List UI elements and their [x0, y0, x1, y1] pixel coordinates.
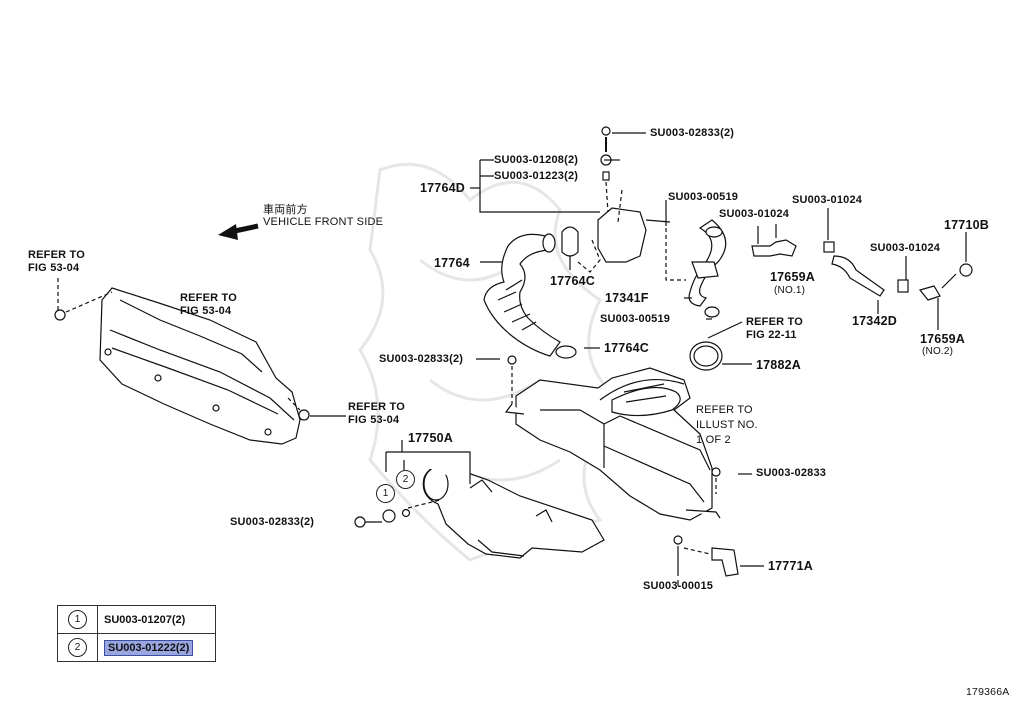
figure-number: 179366A [966, 686, 1010, 698]
code-su003-02833-right[interactable]: SU003-02833 [756, 467, 827, 479]
refer-note-fig53-mid-1: REFER TO [180, 292, 238, 304]
air-cleaner-assembly [504, 355, 721, 521]
part-17771A[interactable]: 17771A [768, 559, 813, 573]
legend-code-2-selected[interactable]: SU003-01222(2) [104, 639, 194, 656]
refer-note-fig22-2[interactable]: FIG 22-11 [746, 329, 797, 341]
code-su003-00519-bot[interactable]: SU003-00519 [600, 313, 671, 325]
refer-note-fig22-1: REFER TO [746, 316, 804, 328]
code-su003-02833-left[interactable]: SU003-02833(2) [230, 516, 315, 528]
refer-note-illust-2: ILLUST NO. [696, 419, 758, 431]
part-17659A-no2[interactable]: 17659A [920, 332, 965, 346]
part-17750A[interactable]: 17750A [408, 431, 453, 445]
clamp-17764C [561, 226, 579, 257]
legend-row-2[interactable]: 2 SU003-01222(2) [57, 633, 216, 662]
callout-2-label: 2 [396, 470, 415, 489]
resonator-17764D [577, 126, 671, 273]
part-17764D[interactable]: 17764D [420, 181, 465, 195]
refer-note-fig53-right-2[interactable]: FIG 53-04 [348, 414, 400, 426]
refer-note-fig53-right-1: REFER TO [348, 401, 406, 413]
part-17710B[interactable]: 17710B [944, 218, 989, 232]
part-17764C-bottom[interactable]: 17764C [604, 341, 649, 355]
part-17341F[interactable]: 17341F [605, 291, 649, 305]
legend-table: 1 SU003-01207(2) 2 SU003-01222(2) [57, 605, 216, 662]
code-su003-01024-a[interactable]: SU003-01024 [792, 194, 863, 206]
callout-1-label: 1 [376, 484, 395, 503]
intake-duct-17764 [483, 233, 577, 359]
code-su003-00519-top[interactable]: SU003-00519 [668, 191, 739, 203]
left-skid-plate [54, 278, 346, 445]
legend-num-2: 2 [68, 638, 87, 657]
refer-note-illust-3: 1 OF 2 [696, 434, 731, 446]
direction-jp: 車両前方 [263, 204, 308, 216]
clamp-17882A [689, 321, 752, 371]
direction-en: VEHICLE FRONT SIDE [263, 216, 384, 228]
part-17659A-no1[interactable]: 17659A [770, 270, 815, 284]
part-17659A-no1-note: (NO.1) [774, 285, 806, 296]
callout-2[interactable]: 2 [396, 469, 415, 489]
bracket-17771A [673, 535, 764, 577]
leader-lines [401, 132, 879, 586]
code-su003-02833-top[interactable]: SU003-02833(2) [650, 127, 735, 139]
code-su003-01223[interactable]: SU003-01223(2) [494, 170, 579, 182]
refer-note-fig53-mid-2[interactable]: FIG 53-04 [180, 305, 232, 317]
duct-17750A [354, 451, 605, 559]
code-su003-01024-b[interactable]: SU003-01024 [719, 208, 790, 220]
hose-17342D [751, 208, 973, 330]
part-17764C-top[interactable]: 17764C [550, 274, 595, 288]
refer-note-illust-1: REFER TO [696, 404, 753, 416]
vehicle-front-arrow-icon [218, 223, 259, 240]
code-su003-01024-c[interactable]: SU003-01024 [870, 242, 941, 254]
legend-code-1[interactable]: SU003-01207(2) [104, 613, 186, 626]
code-su003-02833-mid[interactable]: SU003-02833(2) [379, 353, 464, 365]
part-17659A-no2-note: (NO.2) [922, 346, 954, 357]
legend-num-1: 1 [68, 610, 87, 629]
callout-1[interactable]: 1 [376, 483, 395, 503]
code-su003-01208[interactable]: SU003-01208(2) [494, 154, 579, 166]
code-su003-00015[interactable]: SU003-00015 [643, 580, 714, 592]
part-17764[interactable]: 17764 [434, 256, 470, 270]
part-17882A[interactable]: 17882A [756, 358, 801, 372]
refer-note-fig53-left-2[interactable]: FIG 53-04 [28, 262, 80, 274]
hose-17341F [665, 219, 727, 318]
legend-row-1[interactable]: 1 SU003-01207(2) [57, 605, 216, 634]
part-17342D[interactable]: 17342D [852, 314, 897, 328]
refer-note-fig53-left-1: REFER TO [28, 249, 86, 261]
